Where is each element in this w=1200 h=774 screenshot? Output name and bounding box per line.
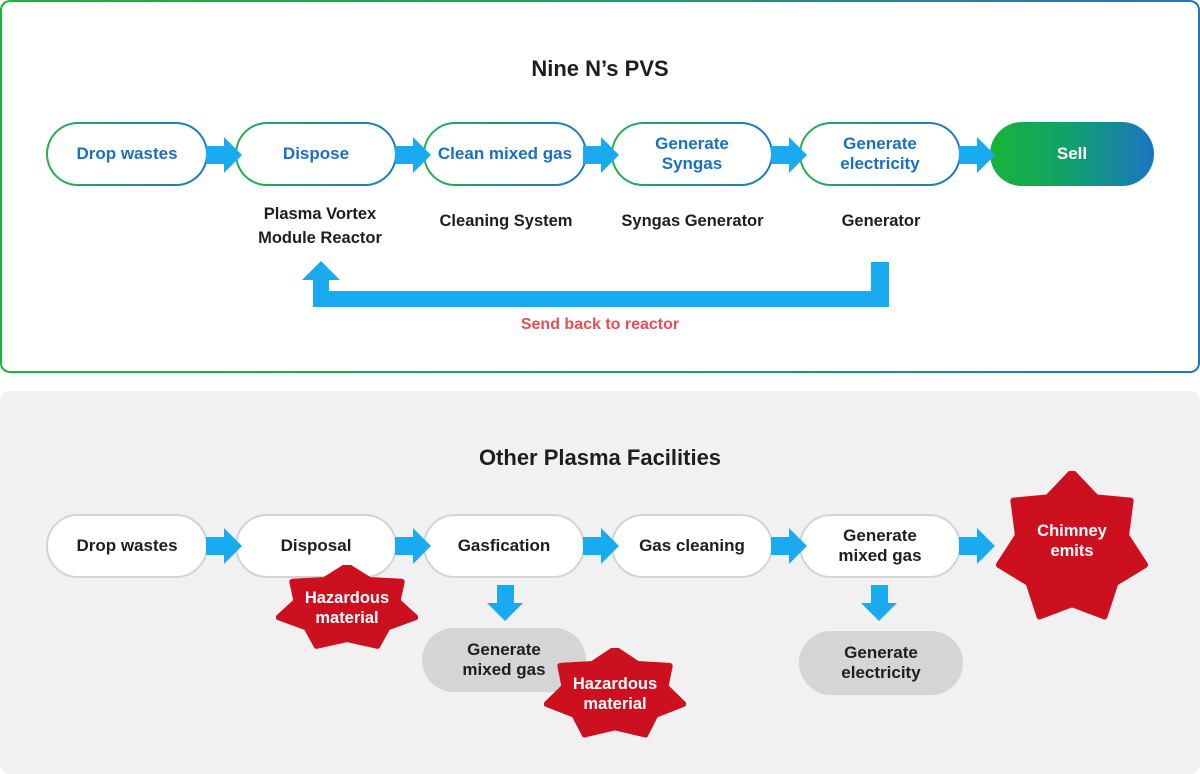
feedback-arrow-icon bbox=[302, 261, 889, 307]
pvs-step-generate-syngas: Generate Syngas bbox=[611, 122, 773, 186]
hazard-burst-disposal: Hazardous material bbox=[276, 565, 418, 651]
byproduct-electricity: Generate electricity bbox=[799, 631, 963, 695]
hazard-burst-mixed-gas: Hazardous material bbox=[544, 648, 686, 740]
hazard-label: Hazardous material bbox=[304, 589, 390, 627]
pvs-step-label: Clean mixed gas bbox=[425, 124, 585, 184]
arrow-right-icon bbox=[395, 528, 431, 564]
feedback-label: Send back to reactor bbox=[520, 316, 680, 333]
other-title: Other Plasma Facilities bbox=[478, 445, 722, 470]
pvs-step-label: Generate Syngas bbox=[613, 124, 771, 184]
burst-icon bbox=[996, 471, 1148, 620]
arrow-right-icon bbox=[771, 137, 807, 173]
component-cleaning-system: Cleaning System bbox=[439, 212, 573, 230]
component-syngas-generator: Syngas Generator bbox=[621, 212, 764, 230]
arrow-right-icon bbox=[959, 137, 995, 173]
other-step-gas-cleaning: Gas cleaning bbox=[611, 514, 773, 578]
arrow-down-icon bbox=[487, 585, 523, 621]
burst-icon bbox=[276, 565, 418, 649]
pvs-panel: Nine N’s PVS bbox=[0, 0, 1200, 373]
pvs-step-generate-electricity: Generate electricity bbox=[799, 122, 961, 186]
component-reactor: Plasma Vortex Module Reactor bbox=[258, 205, 382, 247]
arrow-right-icon bbox=[583, 528, 619, 564]
component-generator: Generator bbox=[841, 212, 921, 230]
arrow-right-icon bbox=[395, 137, 431, 173]
chimney-emits-burst: Chimney emits bbox=[996, 471, 1148, 625]
arrow-right-icon bbox=[771, 528, 807, 564]
arrow-right-icon bbox=[206, 528, 242, 564]
pvs-title: Nine N’s PVS bbox=[531, 56, 669, 81]
pvs-step-drop-wastes: Drop wastes bbox=[46, 122, 208, 186]
pvs-step-sell: Sell bbox=[990, 122, 1154, 186]
hazard-label: Hazardous material bbox=[572, 675, 658, 713]
pvs-step-label: Generate electricity bbox=[801, 124, 959, 184]
pvs-step-clean-mixed-gas: Clean mixed gas bbox=[423, 122, 587, 186]
arrow-right-icon bbox=[959, 528, 995, 564]
arrow-down-icon bbox=[861, 585, 897, 621]
arrow-right-icon bbox=[206, 137, 242, 173]
arrow-right-icon bbox=[583, 137, 619, 173]
pvs-step-label: Dispose bbox=[237, 124, 395, 184]
pvs-step-label: Drop wastes bbox=[48, 124, 206, 184]
other-step-gasfication: Gasfication bbox=[423, 514, 585, 578]
burst-icon bbox=[544, 648, 686, 738]
other-step-drop-wastes: Drop wastes bbox=[46, 514, 208, 578]
pvs-step-dispose: Dispose bbox=[235, 122, 397, 186]
chimney-label: Chimney emits bbox=[1037, 522, 1107, 560]
byproduct-mixed-gas: Generate mixed gas bbox=[422, 628, 586, 692]
